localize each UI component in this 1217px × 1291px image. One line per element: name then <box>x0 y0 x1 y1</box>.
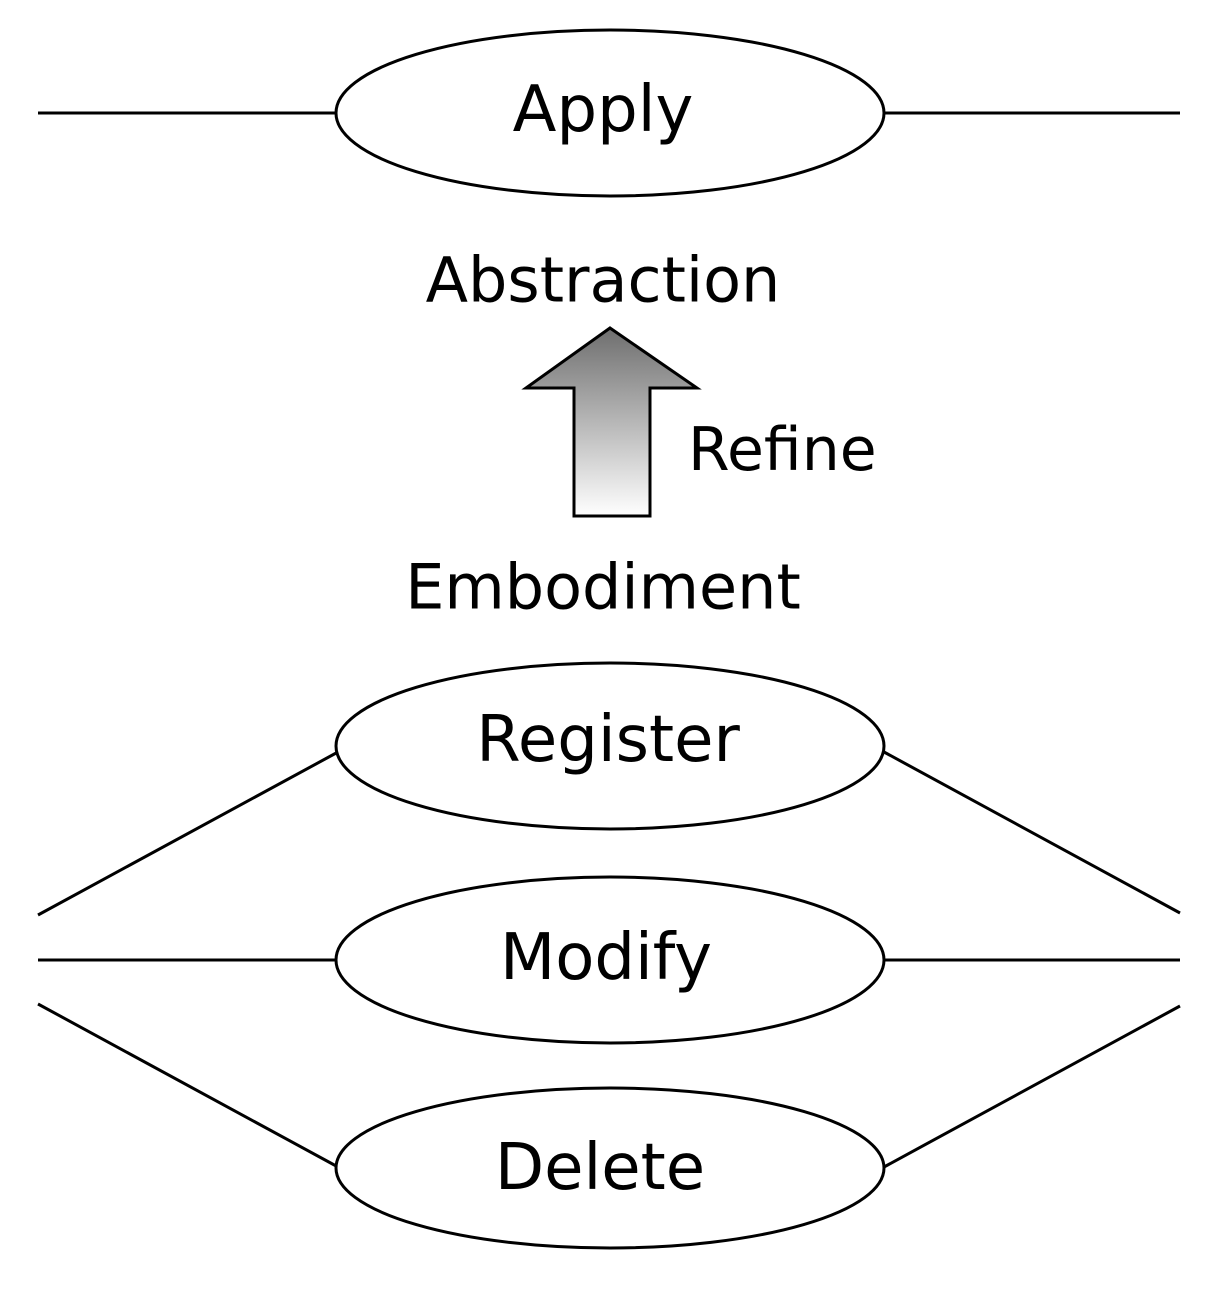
apply-use-case-label: Apply <box>513 73 694 147</box>
embodiment-label: Embodiment <box>405 551 801 624</box>
modify-use-case-ellipse <box>334 875 886 1045</box>
register-right-connector <box>883 750 1181 915</box>
abstraction-label: Abstraction <box>426 244 781 317</box>
refine-label: Refine <box>688 415 877 485</box>
delete-right-connector <box>883 1004 1181 1169</box>
register-use-case-ellipse <box>334 661 886 831</box>
register-left-connector <box>37 750 339 917</box>
delete-left-connector <box>37 1002 339 1169</box>
delete-use-case-ellipse <box>334 1086 886 1250</box>
apply-use-case-ellipse <box>334 28 886 198</box>
register-use-case-label: Register <box>476 703 740 777</box>
delete-use-case-label: Delete <box>495 1131 705 1205</box>
refine-arrow <box>521 326 702 518</box>
modify-use-case-label: Modify <box>500 921 712 995</box>
